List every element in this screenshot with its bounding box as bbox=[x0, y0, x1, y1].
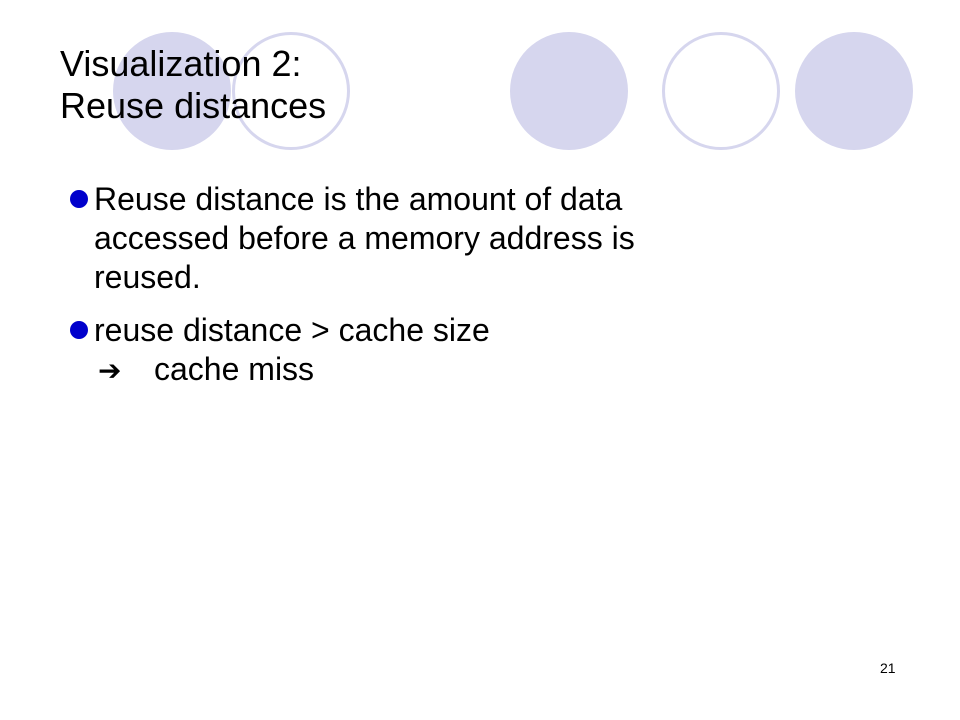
decorative-circle-outline bbox=[232, 32, 350, 150]
slide-title: Visualization 2: Reuse distances bbox=[60, 43, 326, 127]
page-number: 21 bbox=[880, 660, 896, 676]
bullet-text-line: reused. bbox=[94, 259, 201, 295]
title-line: Reuse distances bbox=[60, 85, 327, 126]
bullet-text-line: ➔ cache miss bbox=[94, 350, 854, 390]
bullet-text-line: accessed before a memory address is bbox=[94, 220, 635, 256]
title-line: Visualization 2: bbox=[60, 43, 302, 84]
bullet-text: cache miss bbox=[154, 351, 315, 387]
bullet-item: Reuse distance is the amount of data acc… bbox=[70, 180, 854, 297]
right-arrow-icon: ➔ bbox=[98, 355, 122, 386]
bullet-text-line: reuse distance > cache size bbox=[94, 312, 490, 348]
decorative-circle bbox=[795, 32, 913, 150]
decorative-circle bbox=[113, 32, 231, 150]
decorative-circle bbox=[510, 32, 628, 150]
bullet-text-line: Reuse distance is the amount of data bbox=[94, 181, 623, 217]
bullet-dot-icon bbox=[70, 321, 88, 339]
bullet-dot-icon bbox=[70, 190, 88, 208]
bullet-list: Reuse distance is the amount of data acc… bbox=[70, 180, 854, 404]
bullet-item: reuse distance > cache size ➔ cache miss bbox=[70, 311, 854, 390]
decorative-circle-outline bbox=[662, 32, 780, 150]
